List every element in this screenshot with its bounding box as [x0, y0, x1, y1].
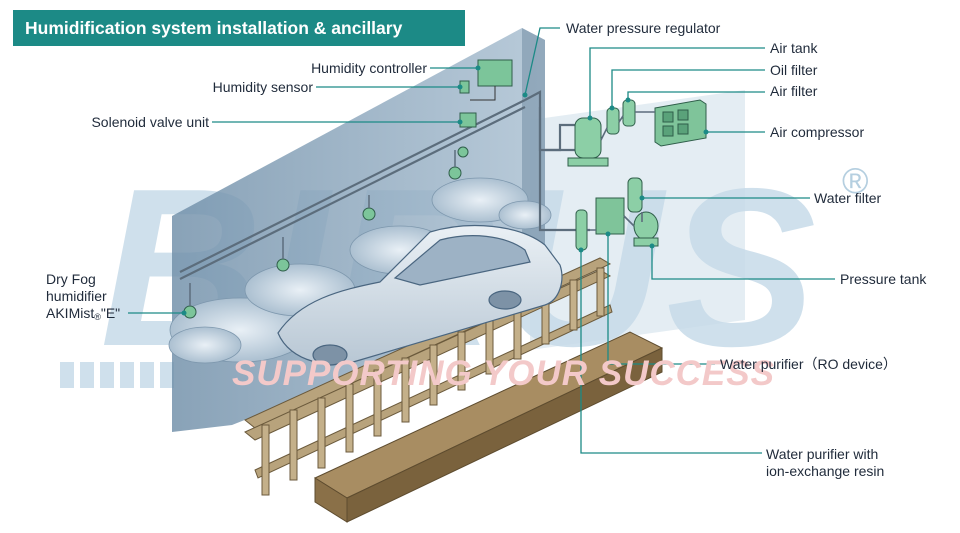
label-dry-fog-3-sub: ® [94, 312, 101, 322]
label-air-filter: Air filter [770, 83, 818, 99]
air-filter [622, 99, 636, 127]
car-body [277, 224, 563, 366]
nozzle-drops [189, 150, 456, 306]
watermark-tagline: SUPPORTING YOUR SUCCESS [232, 354, 775, 393]
label-humidity-sensor: Humidity sensor [212, 79, 313, 95]
solenoid-box [459, 112, 477, 128]
label-dry-fog-3: AKIMist®"E" [46, 305, 120, 326]
label-dry-fog-2: humidifier [46, 288, 107, 304]
label-humidity-controller: Humidity controller [311, 60, 427, 76]
pressure-tank [633, 211, 659, 247]
base-beam-side [346, 347, 663, 523]
humidity-controller-box [477, 59, 513, 87]
watermark-registered: ® [842, 160, 869, 201]
label-water-purifier-ion-1: Water purifier with [766, 446, 879, 462]
leader-lines [128, 27, 835, 454]
label-air-compressor: Air compressor [770, 124, 865, 140]
label-water-purifier-ro: Water purifier（RO device） [720, 356, 897, 372]
equipment-piping [587, 111, 655, 231]
label-solenoid-valve-unit: Solenoid valve unit [91, 114, 209, 130]
oil-filter [606, 107, 620, 135]
water-filter [627, 177, 643, 213]
label-water-pressure-regulator: Water pressure regulator [566, 20, 721, 36]
label-water-filter: Water filter [814, 190, 882, 206]
label-dry-fog-3-main: AKIMist [46, 305, 95, 321]
label-oil-filter: Oil filter [770, 62, 818, 78]
conveyor-posts [261, 267, 605, 496]
ro-device [595, 197, 625, 235]
air-compressor [654, 99, 707, 147]
label-pressure-tank: Pressure tank [840, 271, 927, 287]
diagram-title: Humidification system installation & anc… [13, 10, 465, 74]
controller-wire [470, 86, 496, 101]
label-dry-fog-1: Dry Fog [46, 271, 96, 287]
leader-dots [181, 65, 709, 316]
label-water-purifier-ion-2: ion-exchange resin [766, 463, 885, 479]
label-air-tank: Air tank [770, 40, 818, 56]
label-dry-fog-3-end: "E" [100, 305, 121, 321]
nozzles [183, 146, 469, 319]
ion-exchange [575, 209, 588, 251]
watermark-bars [60, 362, 174, 388]
